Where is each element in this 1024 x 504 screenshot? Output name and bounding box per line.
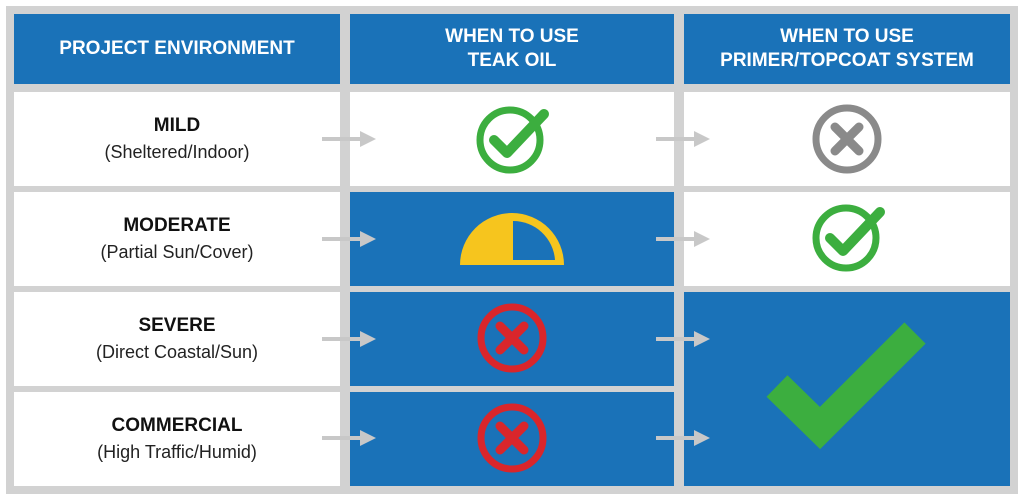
- check-circle-icon: [812, 204, 885, 272]
- arrow-right-icon: [322, 430, 376, 446]
- header-teak-oil: WHEN TO USE TEAK OIL: [350, 14, 674, 84]
- check-circle-icon: [476, 106, 549, 174]
- header-primer-topcoat: WHEN TO USE PRIMER/TOPCOAT SYSTEM: [684, 14, 1010, 84]
- env-title: MILD: [153, 115, 201, 136]
- arrow-right-icon: [656, 231, 710, 247]
- header-label: WHEN TO USE: [445, 26, 579, 47]
- env-subtitle: (Partial Sun/Cover): [100, 242, 254, 262]
- env-subtitle: (Sheltered/Indoor): [104, 142, 250, 162]
- arrow-right-icon: [656, 331, 710, 347]
- env-title: COMMERCIAL: [111, 415, 243, 436]
- env-mild: MILD (Sheltered/Indoor): [14, 92, 340, 186]
- arrow-right-icon: [322, 331, 376, 347]
- env-title: SEVERE: [138, 315, 216, 336]
- header-label: PRIMER/TOPCOAT SYSTEM: [720, 50, 974, 71]
- arrow-right-icon: [656, 430, 710, 446]
- env-subtitle: (High Traffic/Humid): [97, 442, 257, 462]
- arrow-right-icon: [322, 131, 376, 147]
- env-moderate: MODERATE (Partial Sun/Cover): [14, 192, 340, 286]
- header-project-environment: PROJECT ENVIRONMENT: [14, 14, 340, 84]
- x-circle-icon: [812, 104, 882, 174]
- half-filled-dome-icon: [460, 213, 564, 265]
- env-severe: SEVERE (Direct Coastal/Sun): [14, 292, 340, 386]
- header-label: PROJECT ENVIRONMENT: [59, 38, 295, 59]
- env-title: MODERATE: [123, 215, 231, 236]
- header-label: WHEN TO USE: [780, 26, 914, 47]
- x-circle-icon: [477, 303, 547, 373]
- header-label: TEAK OIL: [467, 50, 557, 71]
- env-commercial: COMMERCIAL (High Traffic/Humid): [14, 392, 340, 486]
- x-circle-icon: [477, 403, 547, 473]
- large-check-icon: [766, 322, 926, 450]
- arrow-right-icon: [656, 131, 710, 147]
- arrow-right-icon: [322, 231, 376, 247]
- env-subtitle: (Direct Coastal/Sun): [95, 342, 259, 362]
